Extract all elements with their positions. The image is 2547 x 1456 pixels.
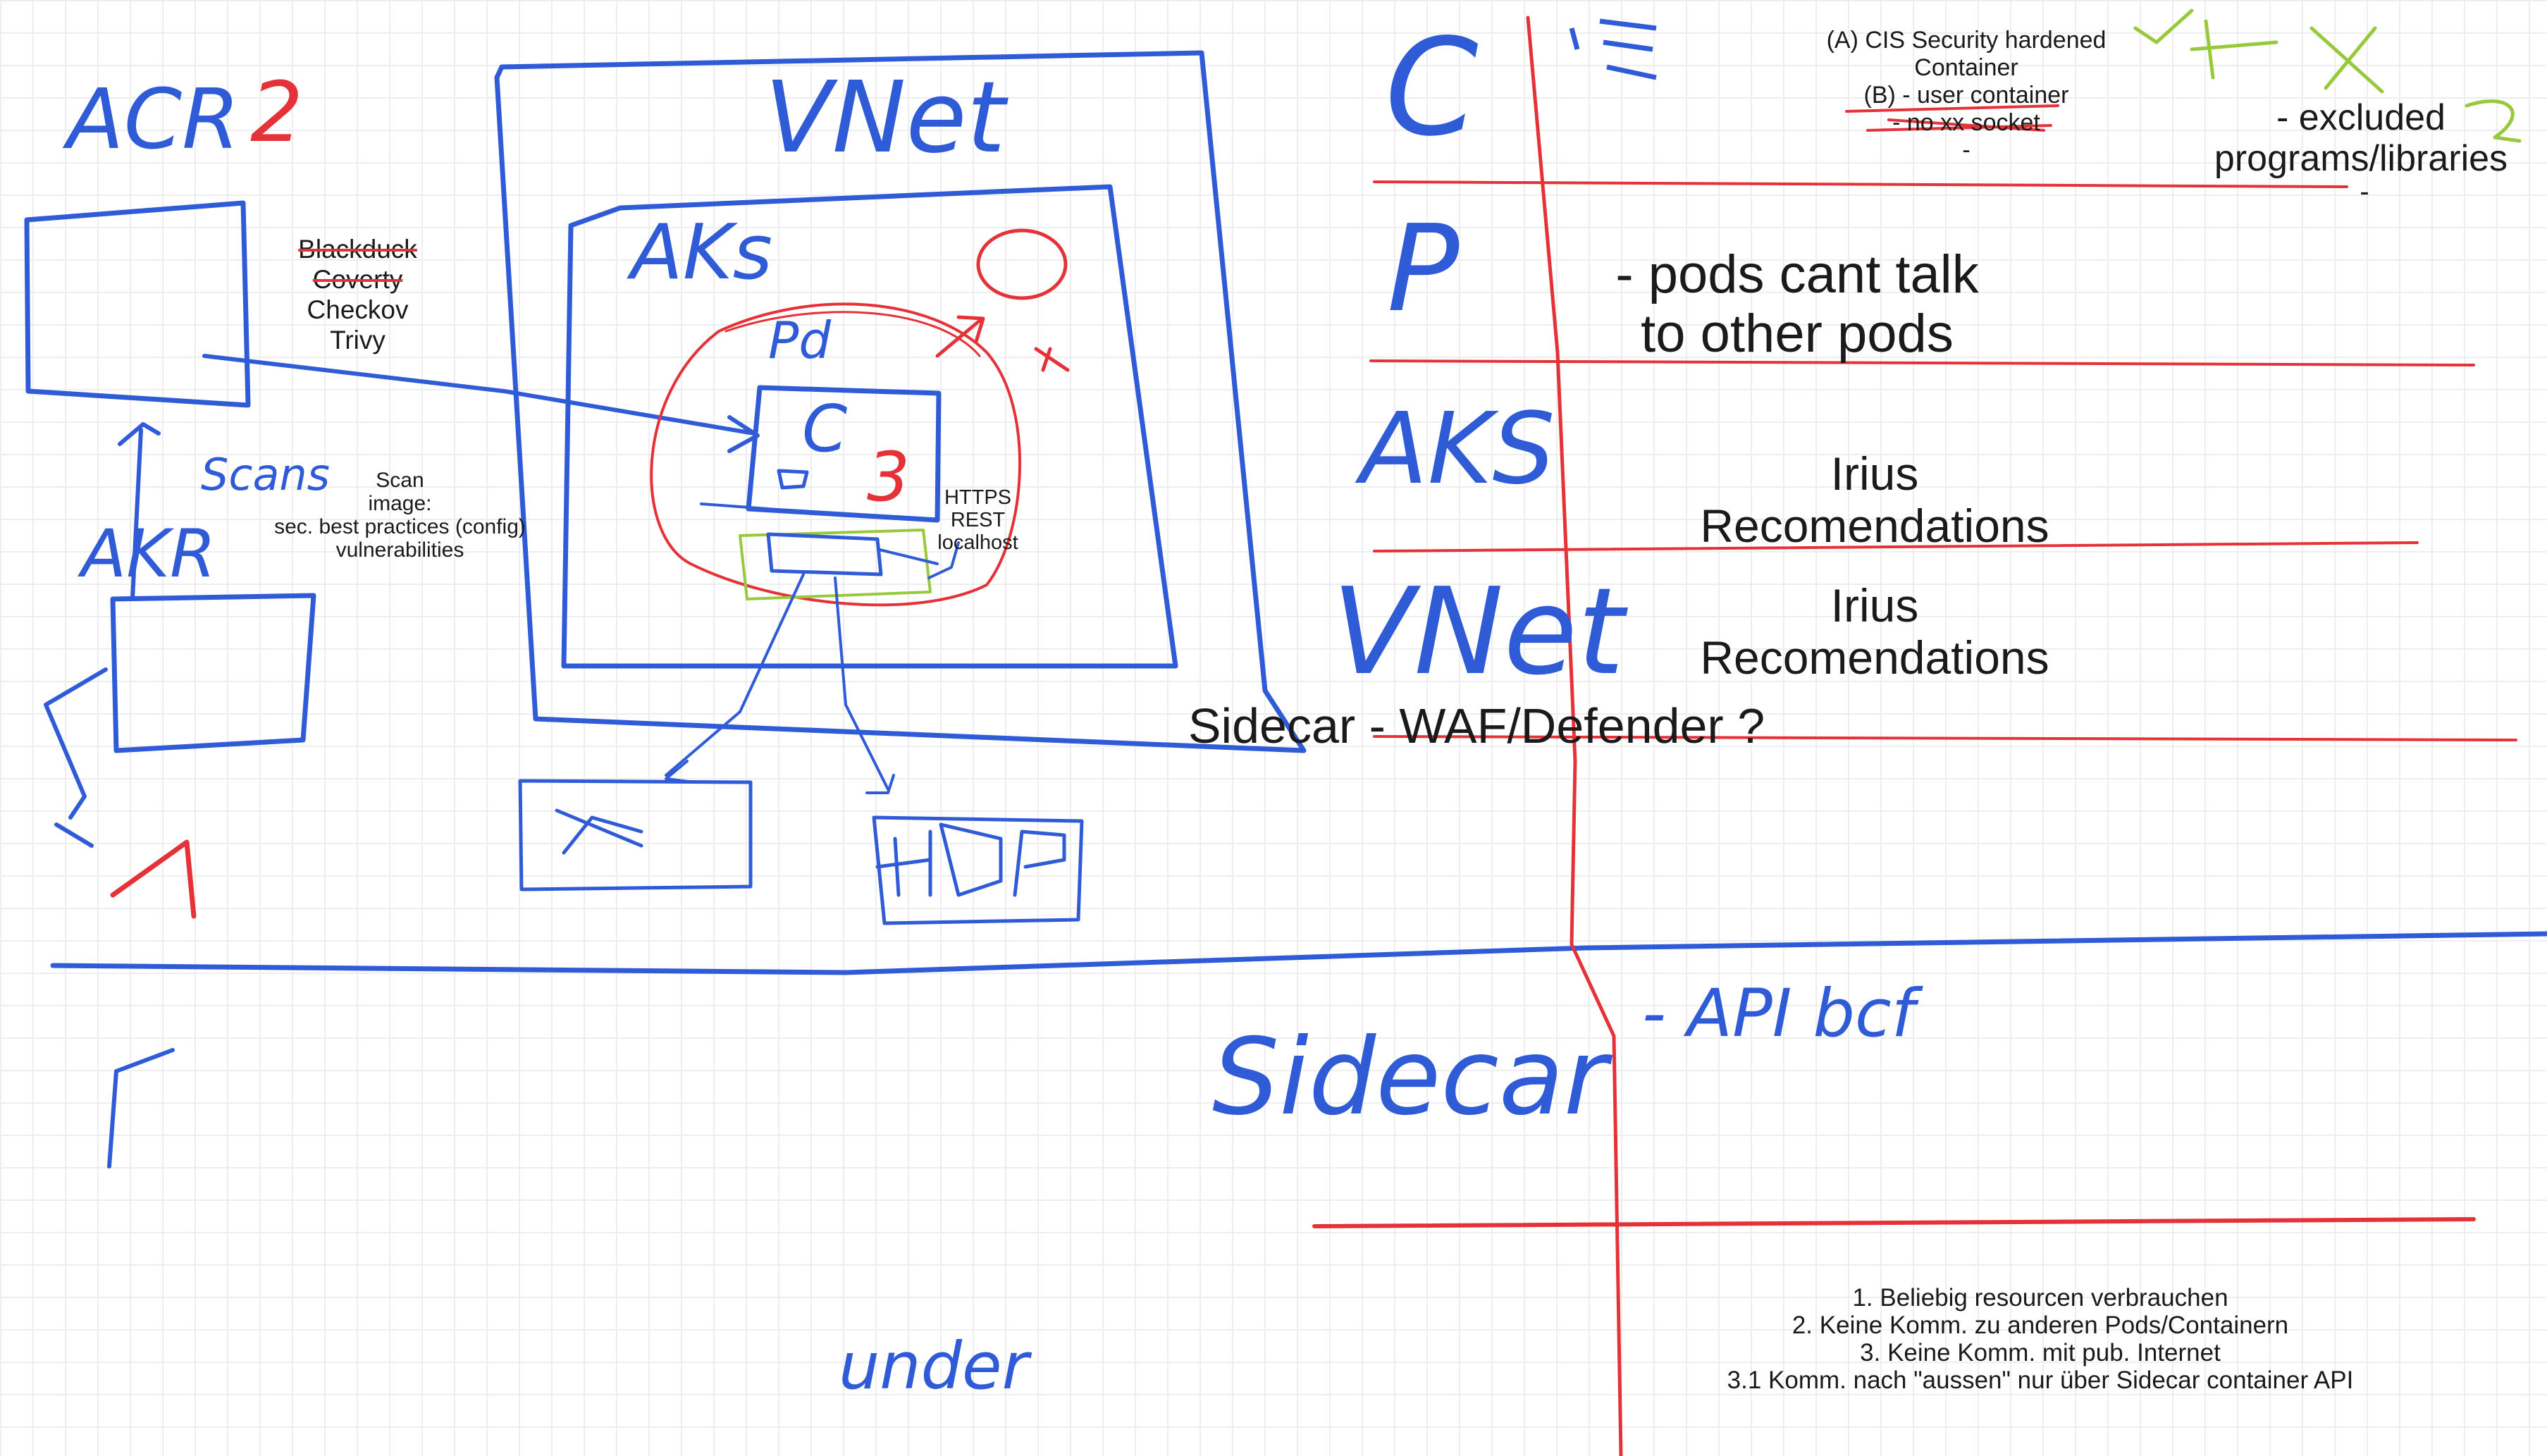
container-box <box>746 385 942 523</box>
scan-note: Scan image: sec. best practices (config)… <box>274 469 526 562</box>
green-plus <box>2190 19 2278 80</box>
green-cross <box>2309 26 2384 94</box>
akr-label: AKR <box>78 516 216 593</box>
sidecar-question: Sidecar - WAF/Defender ? <box>1188 698 1765 753</box>
grid-vertical-line <box>1526 16 1623 1456</box>
scanner-checkov: Checkov <box>307 295 409 324</box>
acr-box <box>24 200 251 408</box>
red-tick-stroke <box>110 839 197 919</box>
check-mark <box>2133 8 2194 44</box>
pods-note: - pods cant talk to other pods <box>1615 245 1979 364</box>
excluded-note: - excluded programs/libraries <box>2214 97 2508 179</box>
row-vnet-label: VNet <box>1332 562 1628 702</box>
https-note: HTTPS REST localhost <box>937 486 1018 554</box>
vnet-box <box>494 50 1307 753</box>
vnet-label: VNet <box>765 61 1009 175</box>
excluded-dash: - <box>2360 176 2369 207</box>
ink-strokes <box>24 8 2547 1456</box>
container-rules: (A) CIS Security hardened Container (B) … <box>1826 27 2107 164</box>
requirements-list: 1. Beliebig resourcen verbrauchen 2. Kei… <box>1727 1284 2354 1394</box>
bottom-bracket <box>107 1048 175 1168</box>
scanner-trivy: Trivy <box>330 326 386 354</box>
red-p-circle <box>976 228 1068 300</box>
grid-row-line-4 <box>1373 735 2517 741</box>
akr-up-arrow <box>118 422 161 601</box>
aks-box <box>561 184 1178 669</box>
acr-number: 2 <box>250 63 303 161</box>
akr-left-arrow <box>44 667 108 848</box>
sidecar-to-x-box <box>665 573 805 784</box>
row-aks-label: AKS <box>1355 392 1555 507</box>
row-p-label: P <box>1387 199 1460 339</box>
under-label: under <box>839 1328 1032 1404</box>
api-bcf-label: - API bcf <box>1642 975 1923 1052</box>
scanner-list: Blackduck Coverty Checkov Trivy <box>278 234 437 355</box>
sidecar-green-outline <box>739 529 932 600</box>
sidecar-box <box>766 532 883 576</box>
container-number: 3 <box>867 438 910 517</box>
hdp-box <box>872 815 1084 925</box>
external-box <box>518 779 753 892</box>
aks-recommendations: Irius Recomendations <box>1700 448 2049 552</box>
container-label: C <box>802 391 847 467</box>
grid-row-line-5 <box>1312 1217 2476 1228</box>
aks-label: AKs <box>627 209 772 297</box>
grid-row-line-2 <box>1369 359 2475 366</box>
grid-row-line-1 <box>1373 180 2348 188</box>
acr-label: ACR <box>62 70 240 168</box>
akr-box <box>110 593 316 753</box>
vnet-recommendations: Irius Recomendations <box>1700 579 2049 684</box>
row-c-label: C <box>1385 10 1479 166</box>
scans-label: Scans <box>201 449 330 500</box>
section-divider <box>50 931 2547 975</box>
pod-label: Pd <box>768 311 832 370</box>
scanner-blackduck: Blackduck <box>298 235 417 264</box>
scanner-coverty: Coverty <box>312 265 403 294</box>
pod-blob <box>650 302 1021 607</box>
acr-to-container-arrow <box>202 354 760 453</box>
grid-row-line-3 <box>1373 541 2419 553</box>
sidecar-to-hdp-box <box>834 576 895 794</box>
row-sidecar-label: Sidecar <box>1212 1016 1613 1139</box>
row-c-marks <box>1569 18 1657 80</box>
handwritten-labels: ACR 2 VNet AKs Pd C 3 Scans AKR C P AKS … <box>62 10 1923 1404</box>
